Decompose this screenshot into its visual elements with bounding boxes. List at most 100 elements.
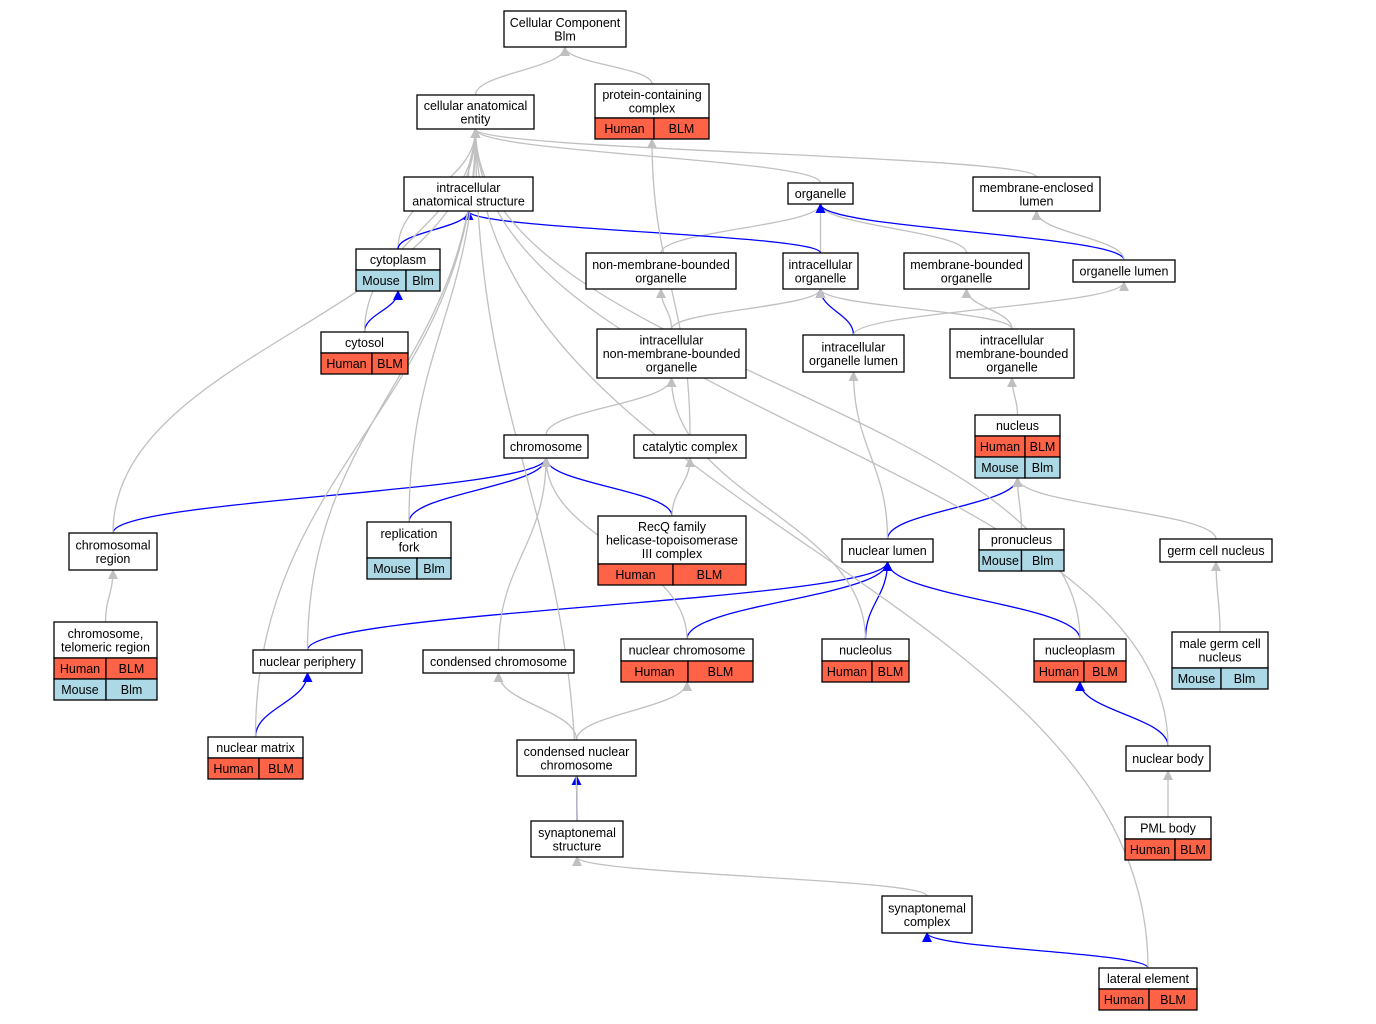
gene-tag-cell xyxy=(672,563,747,586)
gene-tag-cell xyxy=(258,757,304,780)
node-box xyxy=(1125,745,1211,772)
edge-cellular_anatomical_entity-to-cellular_component xyxy=(474,46,570,96)
node-box xyxy=(903,252,1030,290)
node-label: organelle xyxy=(646,361,697,375)
node-label: lateral element xyxy=(1107,972,1190,986)
gene-tag-cell xyxy=(871,660,910,683)
edge-recq_complex-to-chromosome xyxy=(541,457,673,517)
gene-tag-label: BLM xyxy=(878,665,904,679)
node-box xyxy=(841,538,934,563)
edges-layer xyxy=(104,46,1222,969)
edge-organelle-to-cellular_anatomical_entity xyxy=(470,128,822,184)
node-label: Cellular Component xyxy=(510,16,621,30)
node-box xyxy=(503,10,627,48)
gene-tag-cell xyxy=(1220,667,1269,690)
edge-lateral_element-to-synaptonemal_complex xyxy=(922,932,1149,969)
node-nuclear-lumen[interactable]: nuclear lumen xyxy=(841,538,934,563)
node-label: organelle lumen xyxy=(1080,265,1169,279)
node-box xyxy=(881,895,973,934)
node-box xyxy=(516,739,637,777)
gene-tag-cell xyxy=(687,660,754,683)
node-nuclear-body[interactable]: nuclear body xyxy=(1125,745,1211,772)
node-box xyxy=(252,649,363,674)
node-box xyxy=(416,94,535,130)
node-label: nucleus xyxy=(996,419,1039,433)
node-intracellular-nmb-organelle[interactable]: intracellularnon-membrane-boundedorganel… xyxy=(596,328,747,379)
gene-tag-label: BLM xyxy=(1160,993,1186,1007)
node-label: nucleoplasm xyxy=(1045,644,1115,658)
species-tag-label: Human xyxy=(1104,993,1144,1007)
edge-nucleoplasm-to-nuclear_lumen xyxy=(882,561,1081,640)
node-nuclear-periphery[interactable]: nuclear periphery xyxy=(252,649,363,674)
node-label: chromosomal xyxy=(75,538,150,552)
node-label: region xyxy=(96,552,131,566)
edge-nuclear_lumen-to-intracellular_organelle_lumen xyxy=(848,371,889,540)
edge-membrane_bounded_organelle-to-organelle xyxy=(815,203,968,254)
node-label: intracellular xyxy=(640,334,704,348)
node-label: cellular anatomical xyxy=(424,99,528,113)
node-germ-cell-nucleus[interactable]: germ cell nucleus xyxy=(1159,538,1273,563)
gene-tag-label: BLM xyxy=(697,568,723,582)
node-label: pronucleus xyxy=(991,533,1052,547)
node-box xyxy=(596,328,747,379)
node-catalytic-complex[interactable]: catalytic complex xyxy=(633,434,747,459)
node-label: male germ cell xyxy=(1179,637,1260,651)
node-label: anatomical structure xyxy=(412,194,525,208)
node-box xyxy=(949,328,1075,379)
node-label: organelle xyxy=(795,271,846,285)
edge-cytosol-to-cellular_anatomical_entity xyxy=(363,128,481,333)
node-label: nuclear matrix xyxy=(216,741,295,755)
species-tag-label: Mouse xyxy=(1178,672,1216,686)
edge-nuclear_lumen-to-nucleus xyxy=(886,477,1023,540)
node-organelle[interactable]: organelle xyxy=(787,182,854,205)
node-box xyxy=(1072,259,1176,283)
node-box xyxy=(1159,538,1273,563)
species-tag-label: Human xyxy=(827,665,867,679)
gene-tag-label: BLM xyxy=(1180,843,1206,857)
node-label: Blm xyxy=(554,29,576,43)
node-box xyxy=(1171,631,1269,669)
gene-tag-label: Blm xyxy=(1032,461,1054,475)
gene-tag-label: Blm xyxy=(1234,672,1256,686)
edge-nuclear_body-to-nucleoplasm xyxy=(1075,681,1169,747)
species-tag-label: Human xyxy=(213,762,253,776)
node-label: replication xyxy=(381,527,438,541)
node-box xyxy=(585,252,737,290)
gene-tag-cell xyxy=(1020,549,1065,572)
node-label: III complex xyxy=(642,547,703,561)
edge-non_membrane_bounded_organelle-to-organelle xyxy=(660,203,826,254)
node-box xyxy=(68,532,158,571)
node-chromosome[interactable]: chromosome xyxy=(503,434,589,459)
node-box xyxy=(597,515,747,565)
node-organelle-lumen[interactable]: organelle lumen xyxy=(1072,259,1176,283)
node-condensed-chromosome[interactable]: condensed chromosome xyxy=(422,649,575,674)
